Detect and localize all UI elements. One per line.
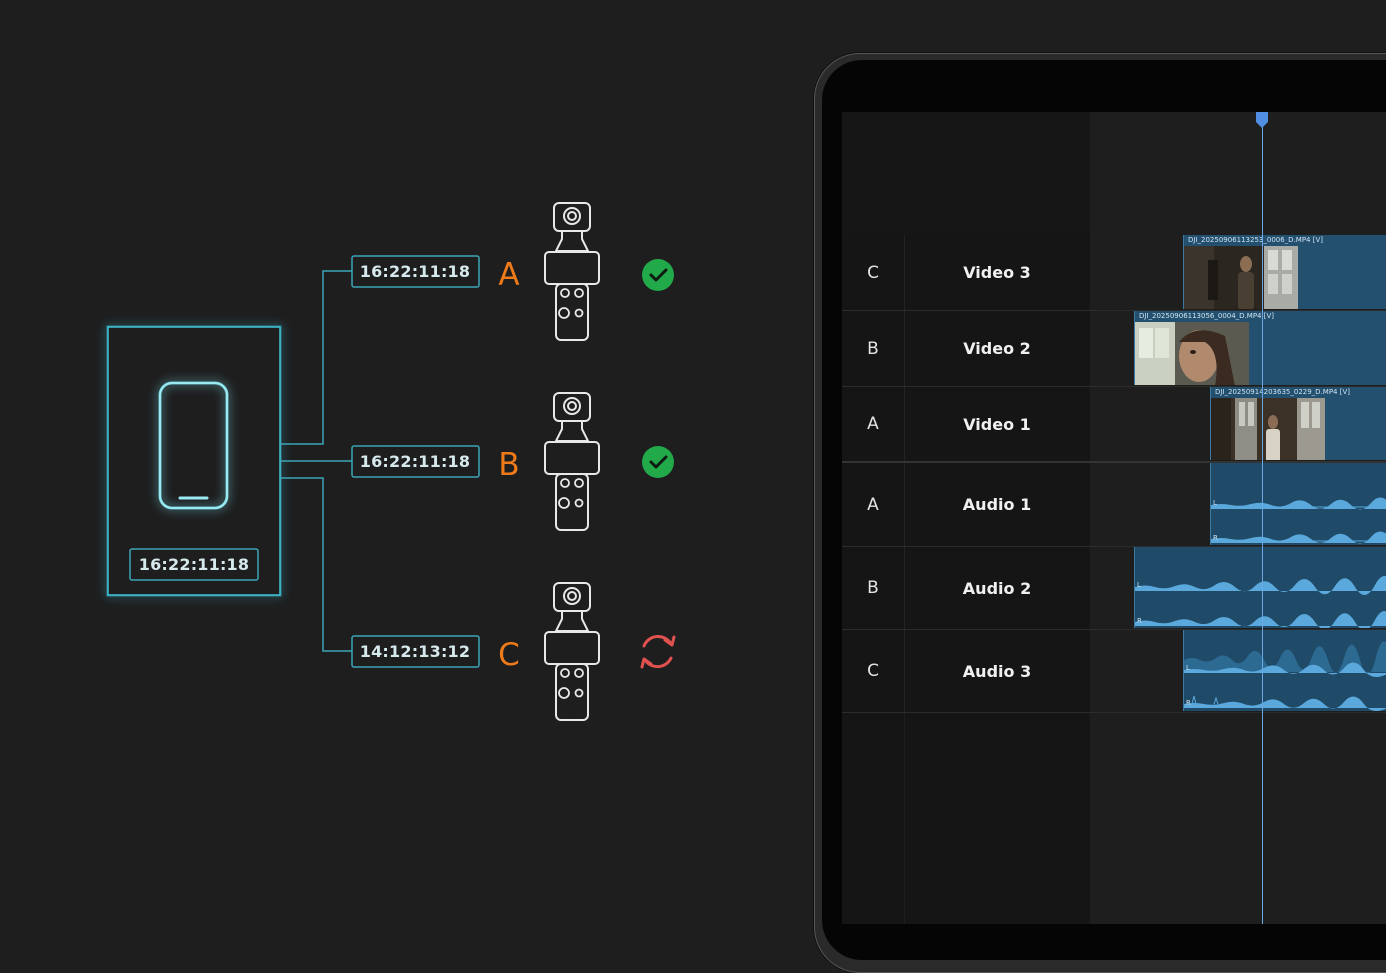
track-audio-2[interactable]: B Audio 2 L R [842, 547, 1386, 630]
audio-clip[interactable]: L R [1183, 630, 1386, 711]
clip-thumbnail [1184, 246, 1298, 309]
connector-lines [280, 270, 352, 652]
camera-row-c: 14:12:13:12 C [351, 582, 676, 721]
track-letter: B [842, 547, 905, 629]
track-name: Video 3 [963, 263, 1031, 282]
playhead-marker-icon[interactable] [1256, 112, 1268, 128]
track-name: Audio 3 [962, 661, 1032, 681]
track-letter: A [842, 387, 905, 461]
track-header: C Video 3 [842, 235, 1090, 310]
clip-label: DJI_20250914203635_0229_D.MP4 [V] [1215, 388, 1350, 396]
video-clip[interactable]: DJI_20250906113056_0004_D.MP4 [V] [1134, 311, 1386, 385]
channel-label-left: L [1137, 581, 1141, 589]
check-circle-icon [642, 259, 674, 291]
track-video-1[interactable]: A Video 1 DJI_20250914203635_0229_D.MP4 … [842, 387, 1386, 463]
track-video-3[interactable]: C Video 3 DJI_20250906113253_0006_D.MP4 … [842, 235, 1386, 311]
track-video-2[interactable]: B Video 2 DJI_20250906113056_0004_D.MP4 … [842, 311, 1386, 387]
track-name: Video 2 [963, 339, 1031, 358]
channel-label-left: L [1213, 499, 1217, 507]
track-name: Video 1 [963, 414, 1031, 434]
camera-a-letter: A [498, 257, 519, 293]
clip-label: DJI_20250906113253_0006_D.MP4 [V] [1188, 236, 1323, 244]
camera-row-b: 16:22:11:18 B [351, 392, 674, 531]
track-name: Audio 2 [962, 578, 1032, 598]
track-letter: A [842, 463, 905, 546]
channel-label-right: R [1213, 534, 1218, 542]
audio-waveform [1211, 497, 1386, 544]
clip-thumbnail [1211, 398, 1325, 460]
audio-clip[interactable]: L R [1134, 547, 1386, 628]
channel-label-right: R [1137, 617, 1142, 625]
channel-label-right: R [1186, 699, 1191, 707]
timecode-sync-diagram: 16:22:11:18 16:22:11:18 A 16:22:11:18 B … [106, 202, 676, 721]
timeline-header-panel [842, 112, 1090, 235]
audio-waveform [1135, 576, 1386, 628]
audio-clip[interactable]: L R [1210, 463, 1386, 545]
camera-a-timecode: 16:22:11:18 [360, 262, 470, 281]
pocket-camera-icon [544, 202, 600, 341]
editing-timeline: C Video 3 DJI_20250906113253_0006_D.MP4 … [842, 112, 1386, 924]
track-letter: B [842, 311, 905, 386]
track-header: A Audio 1 [842, 463, 1090, 546]
track-header-empty [842, 713, 1090, 924]
refresh-icon [640, 634, 676, 669]
track-letter: C [842, 235, 905, 310]
track-audio-1[interactable]: A Audio 1 L R [842, 463, 1386, 547]
playhead-line[interactable] [1262, 112, 1263, 924]
camera-b-timecode: 16:22:11:18 [360, 452, 470, 471]
track-name: Audio 1 [962, 495, 1032, 514]
video-clip[interactable]: DJI_20250914203635_0229_D.MP4 [V] [1210, 387, 1386, 460]
check-circle-icon [642, 446, 674, 478]
source-device-panel: 16:22:11:18 [106, 325, 282, 597]
track-header: B Video 2 [842, 311, 1090, 386]
clip-label: DJI_20250906113056_0004_D.MP4 [V] [1139, 312, 1274, 320]
camera-b-letter: B [498, 447, 519, 483]
camera-c-timecode: 14:12:13:12 [360, 642, 470, 661]
track-audio-3[interactable]: C Audio 3 L R [842, 630, 1386, 713]
source-timecode: 16:22:11:18 [139, 555, 249, 574]
camera-c-letter: C [498, 637, 520, 673]
channel-label-left: L [1186, 664, 1190, 672]
track-header: A Video 1 [842, 387, 1090, 461]
audio-waveform [1184, 641, 1386, 711]
pocket-camera-icon [544, 392, 600, 531]
video-clip[interactable]: DJI_20250906113253_0006_D.MP4 [V] [1183, 235, 1386, 309]
pocket-camera-icon [544, 582, 600, 721]
clip-thumbnail [1135, 322, 1249, 385]
track-header: C Audio 3 [842, 630, 1090, 712]
camera-row-a: 16:22:11:18 A [351, 202, 674, 341]
track-header: B Audio 2 [842, 547, 1090, 629]
phone-icon [158, 381, 229, 510]
track-letter: C [842, 630, 905, 712]
